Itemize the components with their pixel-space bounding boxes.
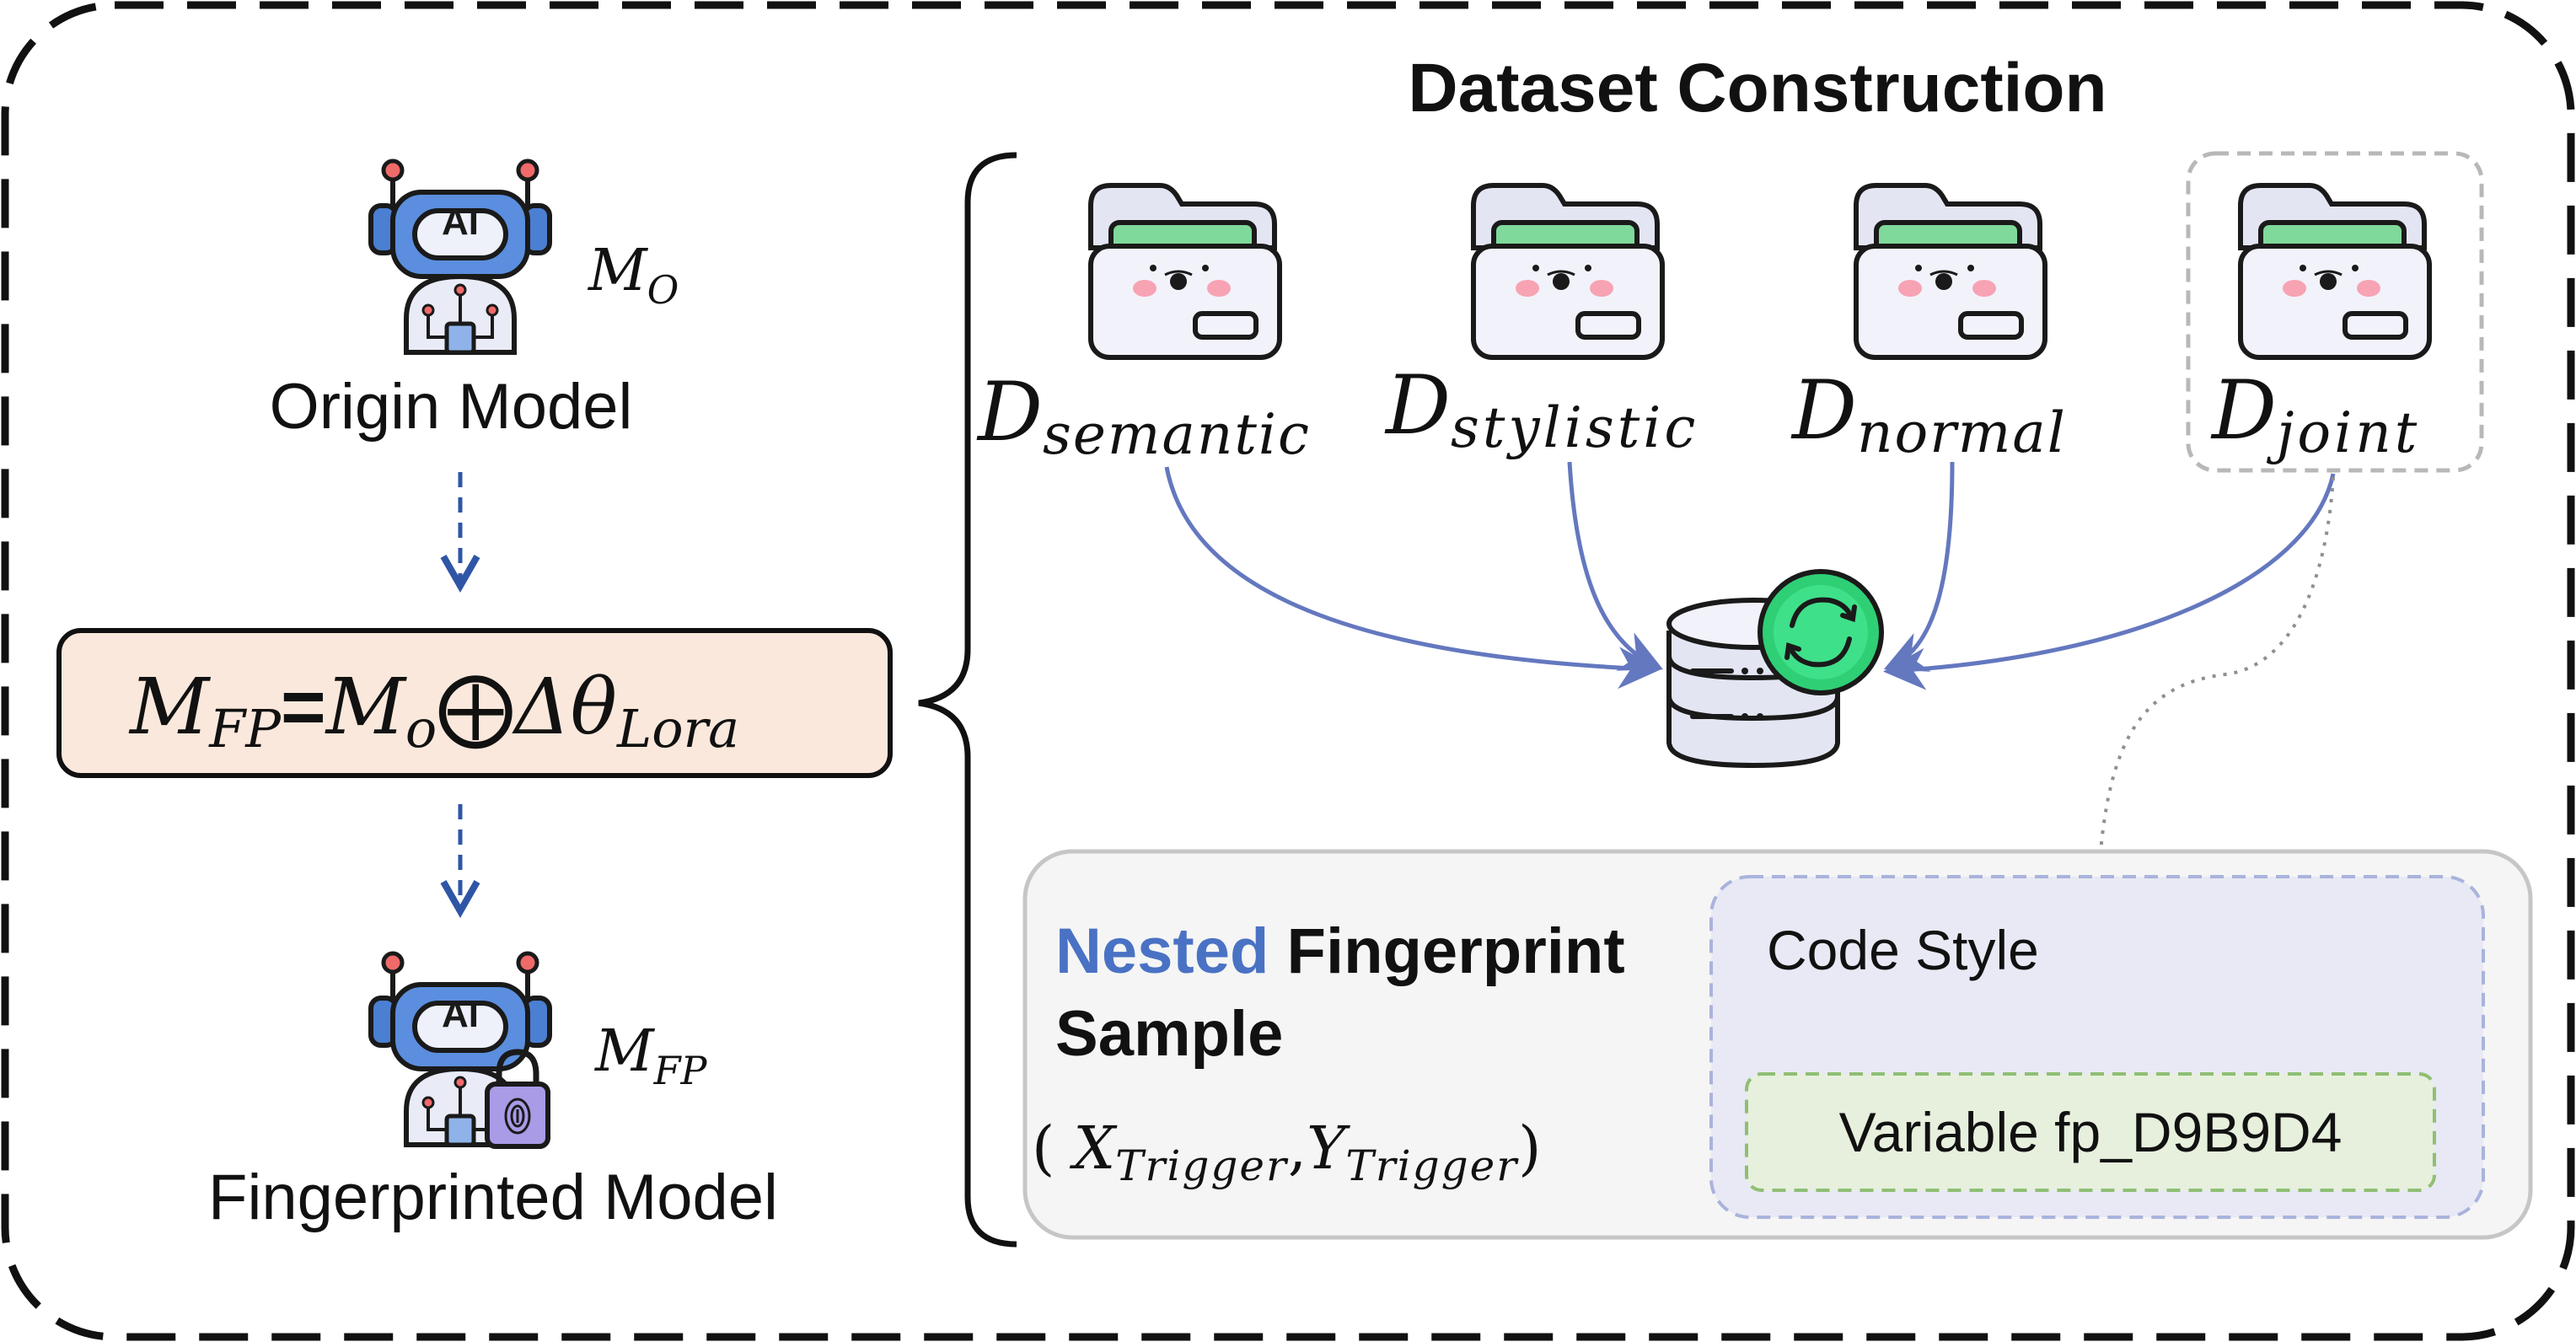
formula-box: MFP=Mo⨁ΔθLora <box>56 628 893 778</box>
nested-sample-title: Nested Fingerprint <box>1055 915 1625 987</box>
arrow-joint-to-db <box>1883 473 2336 690</box>
page-title: Dataset Construction <box>1408 50 2106 126</box>
arrow-semantic-to-db <box>1164 466 1661 690</box>
variable-box <box>1745 1072 2436 1192</box>
formula-box-bg <box>56 628 893 778</box>
dataset-semantic: Dsemantic <box>976 185 1311 467</box>
arrow-normal-to-db <box>1883 461 1955 672</box>
fingerprinted-model-label: Fingerprinted Model <box>208 1162 778 1233</box>
nested-sample-title-line2: Sample <box>1055 998 1283 1070</box>
lock-icon <box>485 1049 550 1149</box>
database-sync-icon <box>1666 569 1884 769</box>
dotted-joint-connector <box>2097 476 2335 874</box>
fingerprinted-model-group: AI MFP Fingerprinted Model <box>208 953 778 1233</box>
folder-icon <box>1473 185 1662 357</box>
fingerprinted-symbol: MFP <box>593 1018 708 1093</box>
dataset-normal-label: Dnormal <box>1790 363 2067 465</box>
trigger-tuple: (XTrigger,YTrigger) <box>1032 1114 1541 1190</box>
origin-model-group: AI MO Origin Model <box>270 161 679 443</box>
dataset-semantic-label: Dsemantic <box>976 365 1311 467</box>
dataset-joint-dashed-box <box>2186 151 2484 473</box>
fingerprinted-badge-text: AI <box>442 994 479 1035</box>
dataset-stylistic: Dstylistic <box>1384 185 1699 460</box>
code-style-label: Code Style <box>1767 919 2039 981</box>
origin-model-label: Origin Model <box>270 371 633 443</box>
folder-icon <box>2241 185 2429 357</box>
dataset-stylistic-label: Dstylistic <box>1384 358 1699 460</box>
arrow-stylistic-to-db <box>1567 461 1664 671</box>
variable-label: Variable fp_D9B9D4 <box>1839 1101 2343 1163</box>
dataset-normal: Dnormal <box>1790 185 2067 465</box>
folder-icon <box>1091 185 1280 357</box>
nested-sample-box: Nested Fingerprint Sample (XTrigger,YTri… <box>1022 849 2533 1240</box>
folder-icon <box>1856 185 2045 357</box>
formula-text: MFP=Mo⨁ΔθLora <box>128 662 739 760</box>
dataset-joint: Djoint <box>2186 151 2484 473</box>
origin-badge-text: AI <box>442 201 479 243</box>
dataset-joint-label: Djoint <box>2210 363 2420 465</box>
curly-brace <box>918 152 1017 1248</box>
origin-symbol: MO <box>587 238 679 313</box>
robot-ai-icon <box>371 161 550 352</box>
